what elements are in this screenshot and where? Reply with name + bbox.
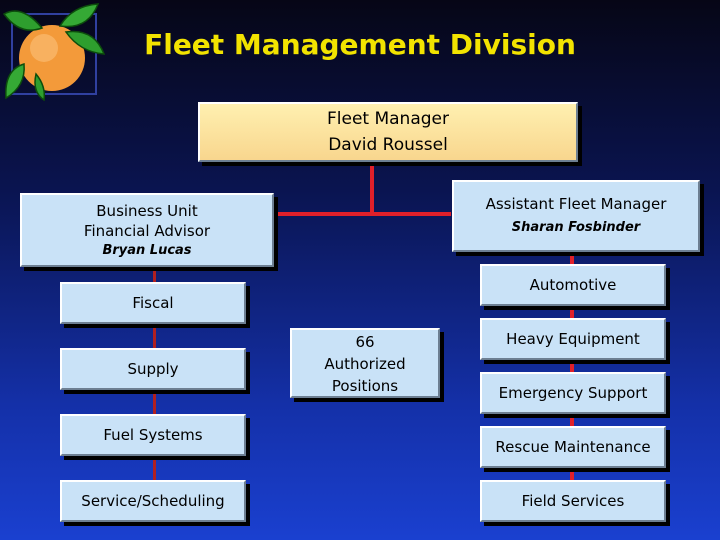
connector-to-automotive bbox=[570, 251, 574, 267]
connector-to-advisor bbox=[275, 212, 451, 216]
positions-line3: Positions bbox=[331, 377, 399, 395]
connector-manager-down bbox=[370, 160, 374, 214]
fleet-manager-box: Fleet Manager David Roussel bbox=[198, 102, 578, 162]
unit-service-scheduling: Service/Scheduling bbox=[60, 480, 246, 522]
assistant-name: Sharan Fosbinder bbox=[511, 220, 641, 235]
authorized-positions-box: 66 Authorized Positions bbox=[290, 328, 440, 398]
unit-supply: Supply bbox=[60, 348, 246, 390]
unit-automotive: Automotive bbox=[480, 264, 666, 306]
orange-fruit-icon bbox=[2, 3, 106, 102]
advisor-line1: Business Unit bbox=[96, 202, 198, 220]
unit-emergency-support: Emergency Support bbox=[480, 372, 666, 414]
manager-title: Fleet Manager bbox=[326, 109, 449, 129]
unit-rescue-maintenance: Rescue Maintenance bbox=[480, 426, 666, 468]
advisor-name: Bryan Lucas bbox=[102, 243, 192, 258]
positions-count: 66 bbox=[355, 333, 375, 351]
unit-fiscal: Fiscal bbox=[60, 282, 246, 324]
financial-advisor-box: Business Unit Financial Advisor Bryan Lu… bbox=[20, 193, 274, 267]
positions-line2: Authorized bbox=[324, 355, 406, 373]
unit-heavy-equipment: Heavy Equipment bbox=[480, 318, 666, 360]
unit-field-services: Field Services bbox=[480, 480, 666, 522]
unit-fuel-systems: Fuel Systems bbox=[60, 414, 246, 456]
assistant-title: Assistant Fleet Manager bbox=[485, 195, 667, 213]
page-title: Fleet Management Division bbox=[144, 28, 576, 61]
advisor-line2: Financial Advisor bbox=[83, 222, 211, 240]
manager-name: David Roussel bbox=[328, 135, 448, 155]
assistant-manager-box: Assistant Fleet Manager Sharan Fosbinder bbox=[452, 180, 700, 252]
